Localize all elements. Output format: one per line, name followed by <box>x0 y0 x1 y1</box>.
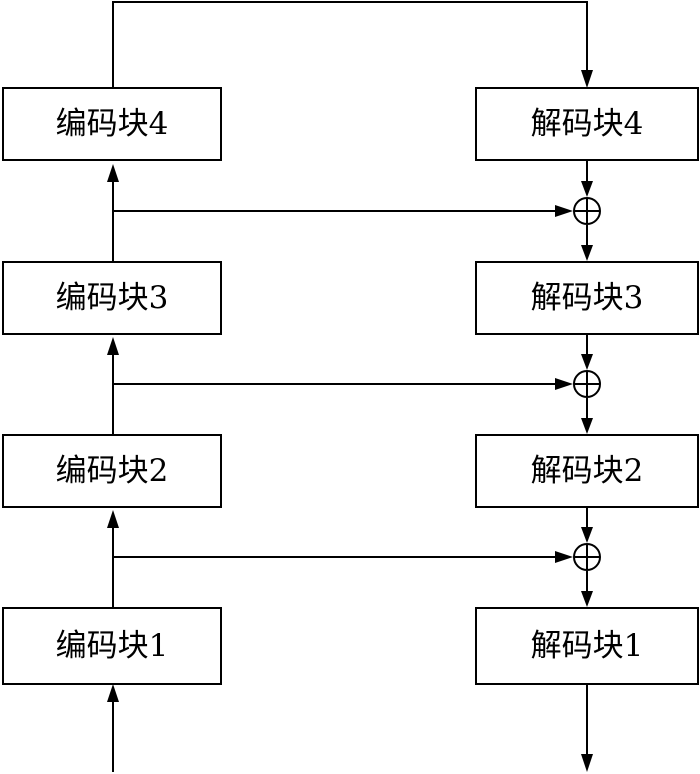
encoder-block-4: 编码块4 <box>2 87 222 161</box>
decoder-arrow-3-to-sum <box>581 334 593 370</box>
decoder-arrow-4-to-sum <box>581 160 593 197</box>
sum-icon <box>573 543 601 571</box>
encoder-block-2-label: 编码块2 <box>56 453 169 489</box>
encoder-arrow-3-to-4 <box>107 164 119 262</box>
sum-icon <box>573 197 601 225</box>
decoder-block-1: 解码块1 <box>475 607 699 685</box>
encoder-arrow-2-to-3 <box>107 337 119 435</box>
encoder-block-2: 编码块2 <box>2 434 222 508</box>
encoder-input-arrow <box>107 684 119 772</box>
encoder-block-3-label: 编码块3 <box>56 280 169 316</box>
decoder-block-4-label: 解码块4 <box>531 106 644 142</box>
decoder-arrow-sum-to-3 <box>581 225 593 261</box>
decoder-block-2-label: 解码块2 <box>531 453 644 489</box>
decoder-block-3: 解码块3 <box>475 261 699 335</box>
decoder-block-3-label: 解码块3 <box>531 280 644 316</box>
bridge-connection <box>112 1 593 88</box>
encoder-block-1: 编码块1 <box>2 607 222 685</box>
decoder-arrow-sum-to-2 <box>581 398 593 434</box>
decoder-output-arrow <box>581 684 593 772</box>
encoder-block-3: 编码块3 <box>2 261 222 335</box>
encoder-arrow-1-to-2 <box>107 510 119 608</box>
decoder-arrow-sum-to-1 <box>581 571 593 607</box>
sum-icon <box>573 370 601 398</box>
decoder-block-4: 解码块4 <box>475 87 699 161</box>
skip-connection-2 <box>113 378 573 390</box>
encoder-block-1-label: 编码块1 <box>56 628 169 664</box>
decoder-arrow-2-to-sum <box>581 507 593 543</box>
skip-connection-1 <box>113 551 573 563</box>
skip-connection-3 <box>113 205 573 217</box>
decoder-block-1-label: 解码块1 <box>531 628 644 664</box>
encoder-block-4-label: 编码块4 <box>56 106 169 142</box>
decoder-block-2: 解码块2 <box>475 434 699 508</box>
